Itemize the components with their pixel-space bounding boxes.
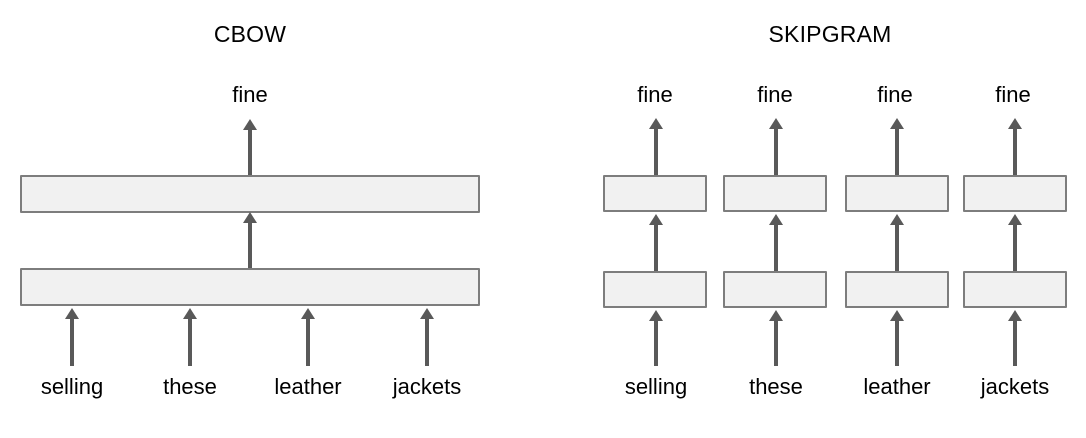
skipgram-output-word-3: fine: [877, 82, 913, 107]
cbow-input-arrow-leather: [301, 308, 315, 366]
skipgram-input-word-2: these: [749, 374, 803, 399]
arrow-shaft: [774, 224, 778, 272]
arrowhead-icon: [649, 214, 663, 225]
arrow-shaft: [188, 318, 192, 366]
skipgram-input-word-1: selling: [624, 374, 688, 399]
arrowhead-icon: [890, 310, 904, 321]
skipgram-output-arrow-3: [890, 118, 904, 176]
arrow-shaft: [654, 128, 658, 176]
arrowhead-icon: [1008, 214, 1022, 225]
cbow-input-arrow-selling: [65, 308, 79, 366]
skipgram-input-arrow-3: [890, 310, 904, 366]
arrowhead-icon: [890, 118, 904, 129]
arrow-shaft: [248, 129, 252, 176]
arrow-shaft: [654, 320, 658, 366]
skipgram-output-arrow-2: [769, 118, 783, 176]
arrow-shaft: [1013, 320, 1017, 366]
skipgram-input-arrow-2: [769, 310, 783, 366]
arrowhead-icon: [301, 308, 315, 319]
skipgram-panel: SKIPGRAM fine selling fine: [543, 0, 1086, 438]
arrowhead-icon: [420, 308, 434, 319]
arrowhead-icon: [243, 119, 257, 130]
skipgram-output-layer-box-1: [603, 175, 707, 212]
cbow-input-word-1: selling: [40, 374, 104, 399]
arrowhead-icon: [65, 308, 79, 319]
skipgram-input-arrow-4: [1008, 310, 1022, 366]
skipgram-title: SKIPGRAM: [768, 21, 892, 47]
arrowhead-icon: [769, 214, 783, 225]
arrow-shaft: [895, 320, 899, 366]
arrowhead-icon: [183, 308, 197, 319]
arrow-shaft: [1013, 128, 1017, 176]
arrow-shaft: [1013, 224, 1017, 272]
arrowhead-icon: [1008, 310, 1022, 321]
arrow-shaft: [654, 224, 658, 272]
arrow-shaft: [425, 318, 429, 366]
arrowhead-icon: [769, 310, 783, 321]
skipgram-input-arrow-1: [649, 310, 663, 366]
arrowhead-icon: [890, 214, 904, 225]
skipgram-hidden-layer-box-2: [723, 271, 827, 308]
arrow-shaft: [306, 318, 310, 366]
cbow-output-arrow: [243, 119, 257, 176]
cbow-hidden-layer-box: [20, 268, 480, 306]
arrowhead-icon: [243, 212, 257, 223]
cbow-output-word: fine: [232, 82, 268, 107]
arrow-shaft: [248, 222, 252, 269]
skipgram-output-layer-box-4: [963, 175, 1067, 212]
arrowhead-icon: [649, 118, 663, 129]
arrowhead-icon: [769, 118, 783, 129]
cbow-panel: CBOW fine: [20, 21, 480, 399]
arrow-shaft: [895, 128, 899, 176]
skipgram-hidden-to-output-arrow-4: [1008, 214, 1022, 272]
skipgram-hidden-to-output-arrow-3: [890, 214, 904, 272]
arrowhead-icon: [1008, 118, 1022, 129]
cbow-output-layer-box: [20, 175, 480, 213]
skipgram-output-arrow-4: [1008, 118, 1022, 176]
cbow-hidden-to-output-arrow: [243, 212, 257, 269]
arrow-shaft: [774, 128, 778, 176]
skipgram-input-word-4: jackets: [980, 374, 1050, 399]
skipgram-output-word-1: fine: [637, 82, 673, 107]
cbow-input-word-2: these: [163, 374, 217, 399]
skipgram-hidden-to-output-arrow-1: [649, 214, 663, 272]
skipgram-output-word-4: fine: [995, 82, 1031, 107]
skipgram-hidden-to-output-arrow-2: [769, 214, 783, 272]
skipgram-output-layer-box-3: [845, 175, 949, 212]
skipgram-hidden-layer-box-1: [603, 271, 707, 308]
skipgram-input-word-3: leather: [863, 374, 931, 399]
cbow-title: CBOW: [213, 21, 287, 47]
cbow-input-word-3: leather: [274, 374, 342, 399]
cbow-input-arrow-these: [183, 308, 197, 366]
skipgram-output-layer-box-2: [723, 175, 827, 212]
arrow-shaft: [70, 318, 74, 366]
skipgram-hidden-layer-box-3: [845, 271, 949, 308]
skipgram-output-word-2: fine: [757, 82, 793, 107]
arrow-shaft: [895, 224, 899, 272]
arrow-shaft: [774, 320, 778, 366]
skipgram-output-arrow-1: [649, 118, 663, 176]
cbow-input-arrow-jackets: [420, 308, 434, 366]
skipgram-hidden-layer-box-4: [963, 271, 1067, 308]
cbow-input-word-4: jackets: [392, 374, 462, 399]
arrowhead-icon: [649, 310, 663, 321]
